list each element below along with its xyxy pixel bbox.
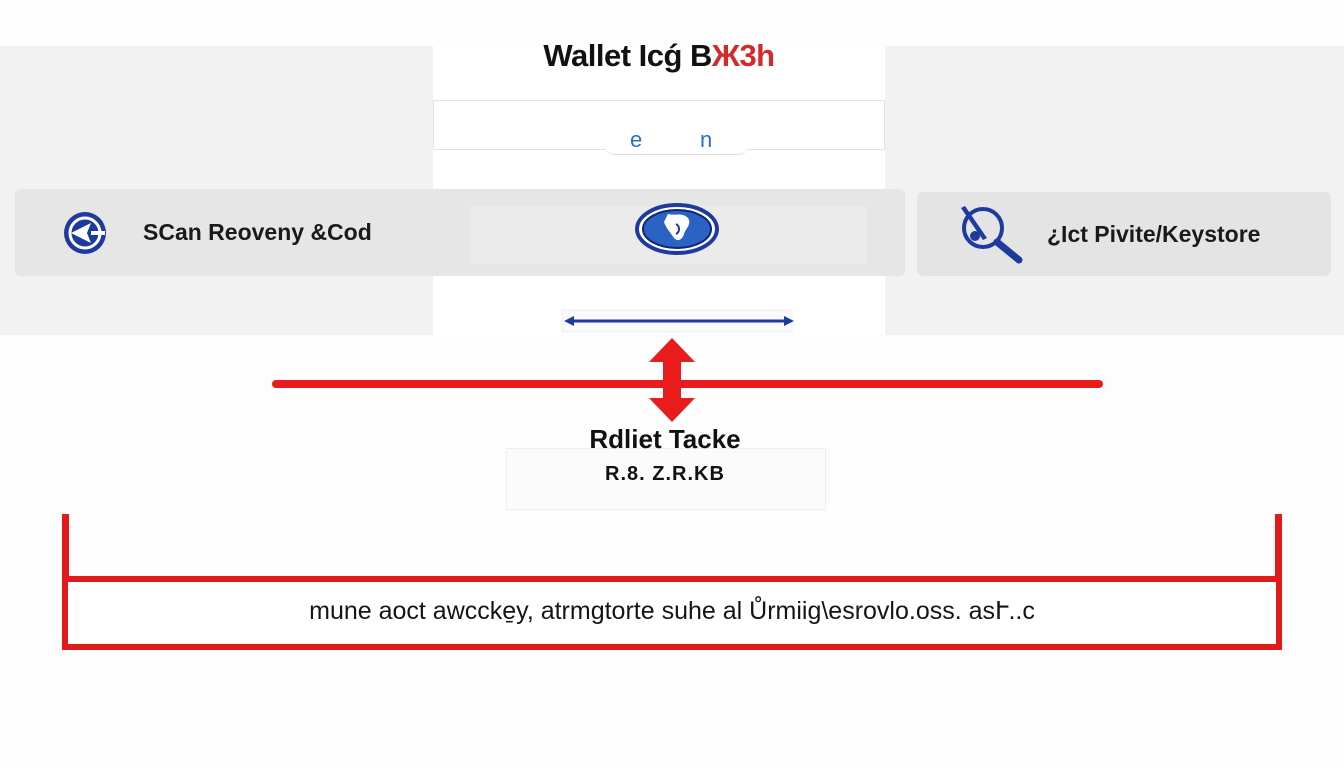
- page-title: Wallet Icǵ BЖ3h: [433, 38, 885, 74]
- scan-recovery-code-option[interactable]: SCan Reoveny &Cod: [15, 189, 470, 276]
- import-private-keystore-option[interactable]: ¿Ict Pivite/Keystore: [917, 192, 1331, 276]
- double-arrow-icon: [561, 309, 794, 333]
- tab-second[interactable]: n: [700, 127, 713, 152]
- scan-recovery-code-label: SCan Reoveny &Cod: [143, 219, 372, 245]
- title-accent: Ж3h: [711, 38, 775, 73]
- globe-icon: [635, 203, 719, 255]
- result-heading: Rdliet Tacke: [589, 424, 741, 454]
- right-background-panel: [885, 46, 1344, 335]
- footer-red-frame: [62, 576, 1282, 650]
- search-key-icon: [961, 206, 1023, 264]
- range-slider[interactable]: [560, 308, 796, 334]
- tab-notch: [604, 144, 749, 155]
- import-private-keystore-label: ¿Ict Pivite/Keystore: [1047, 220, 1261, 247]
- footer-message: mune aoct awccke̱y, atrmgtorte suhe al Ů…: [309, 597, 1035, 625]
- result-subtext: R.8. Z.R.KB: [605, 463, 725, 485]
- tab-first[interactable]: e: [630, 127, 643, 152]
- title-main: Wallet Icǵ B: [543, 38, 712, 73]
- globe-button[interactable]: [634, 202, 720, 256]
- vertical-double-arrow-icon: [649, 338, 695, 422]
- shield-arrow-icon: [64, 211, 106, 254]
- red-divider-line: [272, 380, 1103, 388]
- tab-strip: [433, 100, 885, 155]
- result-panel: [506, 448, 826, 510]
